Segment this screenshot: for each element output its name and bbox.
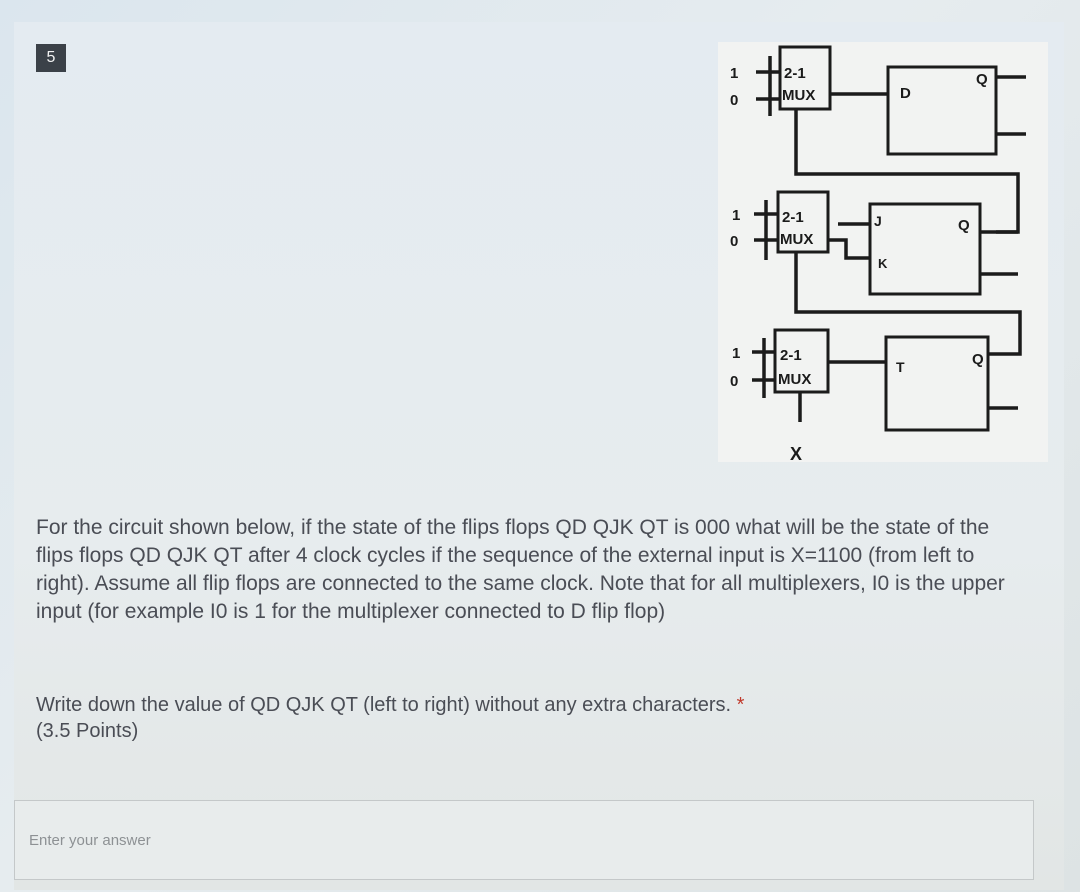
- mux-3-label-line2: MUX: [778, 371, 811, 388]
- ff-d-q-label: Q: [976, 71, 988, 88]
- ff-jk-k-label: K: [878, 256, 888, 271]
- ff-jk-box: [868, 202, 982, 296]
- mux-2: [776, 190, 830, 254]
- ff-t-q-label: Q: [972, 351, 984, 368]
- ff-jk-j-label: J: [874, 213, 882, 229]
- answer-input[interactable]: [14, 800, 1034, 880]
- mux-2-label-line2: MUX: [780, 231, 813, 248]
- circuit-diagram: 2-1 MUX 1 0 D Q 2-1 MUX 1 0 J K Q 2-1 MU…: [718, 42, 1048, 462]
- mux-3-input-1-label: 1: [732, 345, 740, 362]
- ff-t-box: [884, 335, 990, 432]
- circuit-svg: 2-1 MUX 1 0 D Q 2-1 MUX 1 0 J K Q 2-1 MU…: [730, 45, 1026, 462]
- mux-2-input-0-label: 0: [730, 233, 738, 250]
- question-text: For the circuit shown below, if the stat…: [36, 516, 1005, 623]
- question-number-badge: 5: [36, 44, 66, 72]
- required-asterisk: *: [736, 694, 745, 716]
- mux-2-input-1-label: 1: [732, 207, 740, 224]
- mux-1-input-0-label: 0: [730, 92, 738, 109]
- ff-jk-q-label: Q: [958, 217, 970, 234]
- ff-d-input-label: D: [900, 85, 911, 102]
- mux-1: [778, 45, 832, 111]
- mux-1-label-line2: MUX: [782, 87, 815, 104]
- mux-1-label-line1: 2-1: [784, 65, 806, 82]
- mux-3-label-line1: 2-1: [780, 347, 802, 364]
- ff-t-input-label: T: [896, 359, 905, 375]
- answer-prompt: Write down the value of QD QJK QT (left …: [36, 692, 1026, 744]
- mux-2-output-wire: [828, 238, 870, 260]
- points-label: (3.5 Points): [36, 720, 139, 742]
- mux-2-label-line1: 2-1: [782, 209, 804, 226]
- ff-d-box: [886, 65, 998, 156]
- mux-3-input-0-label: 0: [730, 373, 738, 390]
- answer-prompt-text: Write down the value of QD QJK QT (left …: [36, 694, 732, 716]
- mux-1-input-1-label: 1: [730, 65, 738, 82]
- ff-jk-feedback-wire: [794, 252, 1022, 356]
- external-input-x-label: X: [790, 444, 802, 462]
